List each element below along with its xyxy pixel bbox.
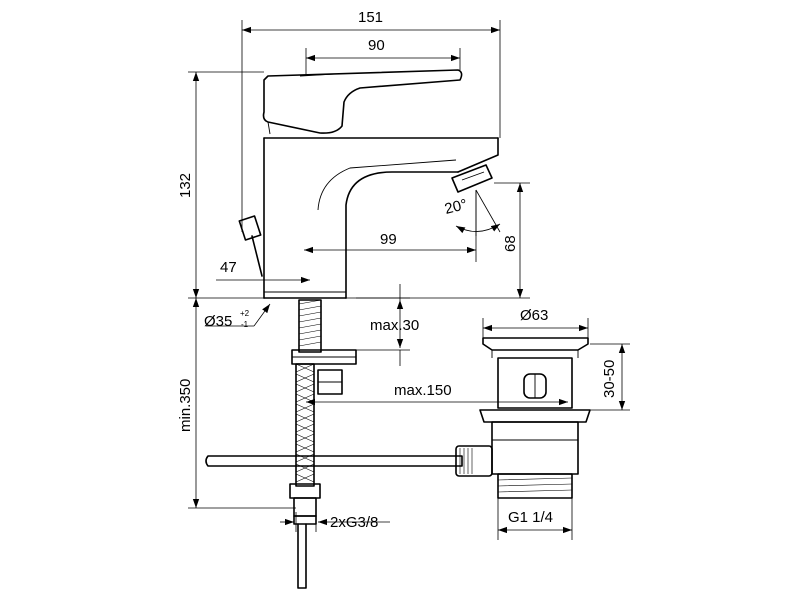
dim-spout-height: 68: [502, 235, 519, 252]
dim-mount-offset: 47: [220, 259, 237, 276]
braided-hose: [295, 363, 315, 487]
popup-rod: [205, 455, 463, 467]
dim-connection-thread: 2xG3/8: [330, 514, 378, 531]
dim-waste-height: 30-50: [601, 360, 618, 398]
dimension-lines: [188, 20, 630, 540]
underside-fixings: [205, 299, 463, 589]
dim-spout-reach: 99: [380, 231, 397, 248]
dim-hole-diameter: Ø35: [204, 313, 232, 330]
dim-min-hose: min.350: [177, 379, 194, 432]
faucet-body: [238, 69, 499, 299]
popup-rod-knob: [238, 215, 263, 277]
dim-hole-tol-plus: +2: [240, 309, 250, 318]
dim-spout-angle: 20°: [443, 196, 469, 218]
waste-assembly: [455, 337, 591, 499]
dimension-labels: 151 90 132 99 68 47 20° Ø35 +2 -1 max.30…: [177, 9, 618, 531]
waste-cap: [482, 337, 589, 351]
dim-waste-diameter: Ø63: [520, 307, 548, 324]
dim-hole-tol-minus: -1: [241, 320, 249, 329]
dim-handle-width: 90: [368, 37, 385, 54]
dim-overall-height: 132: [177, 173, 194, 198]
dim-waste-thread: G1 1/4: [508, 509, 553, 526]
dim-max-rod: max.150: [394, 382, 452, 399]
dim-overall-width: 151: [358, 9, 383, 26]
faucet-lever: [262, 69, 463, 134]
dim-max-deck: max.30: [370, 317, 419, 334]
aerator: [451, 164, 493, 193]
